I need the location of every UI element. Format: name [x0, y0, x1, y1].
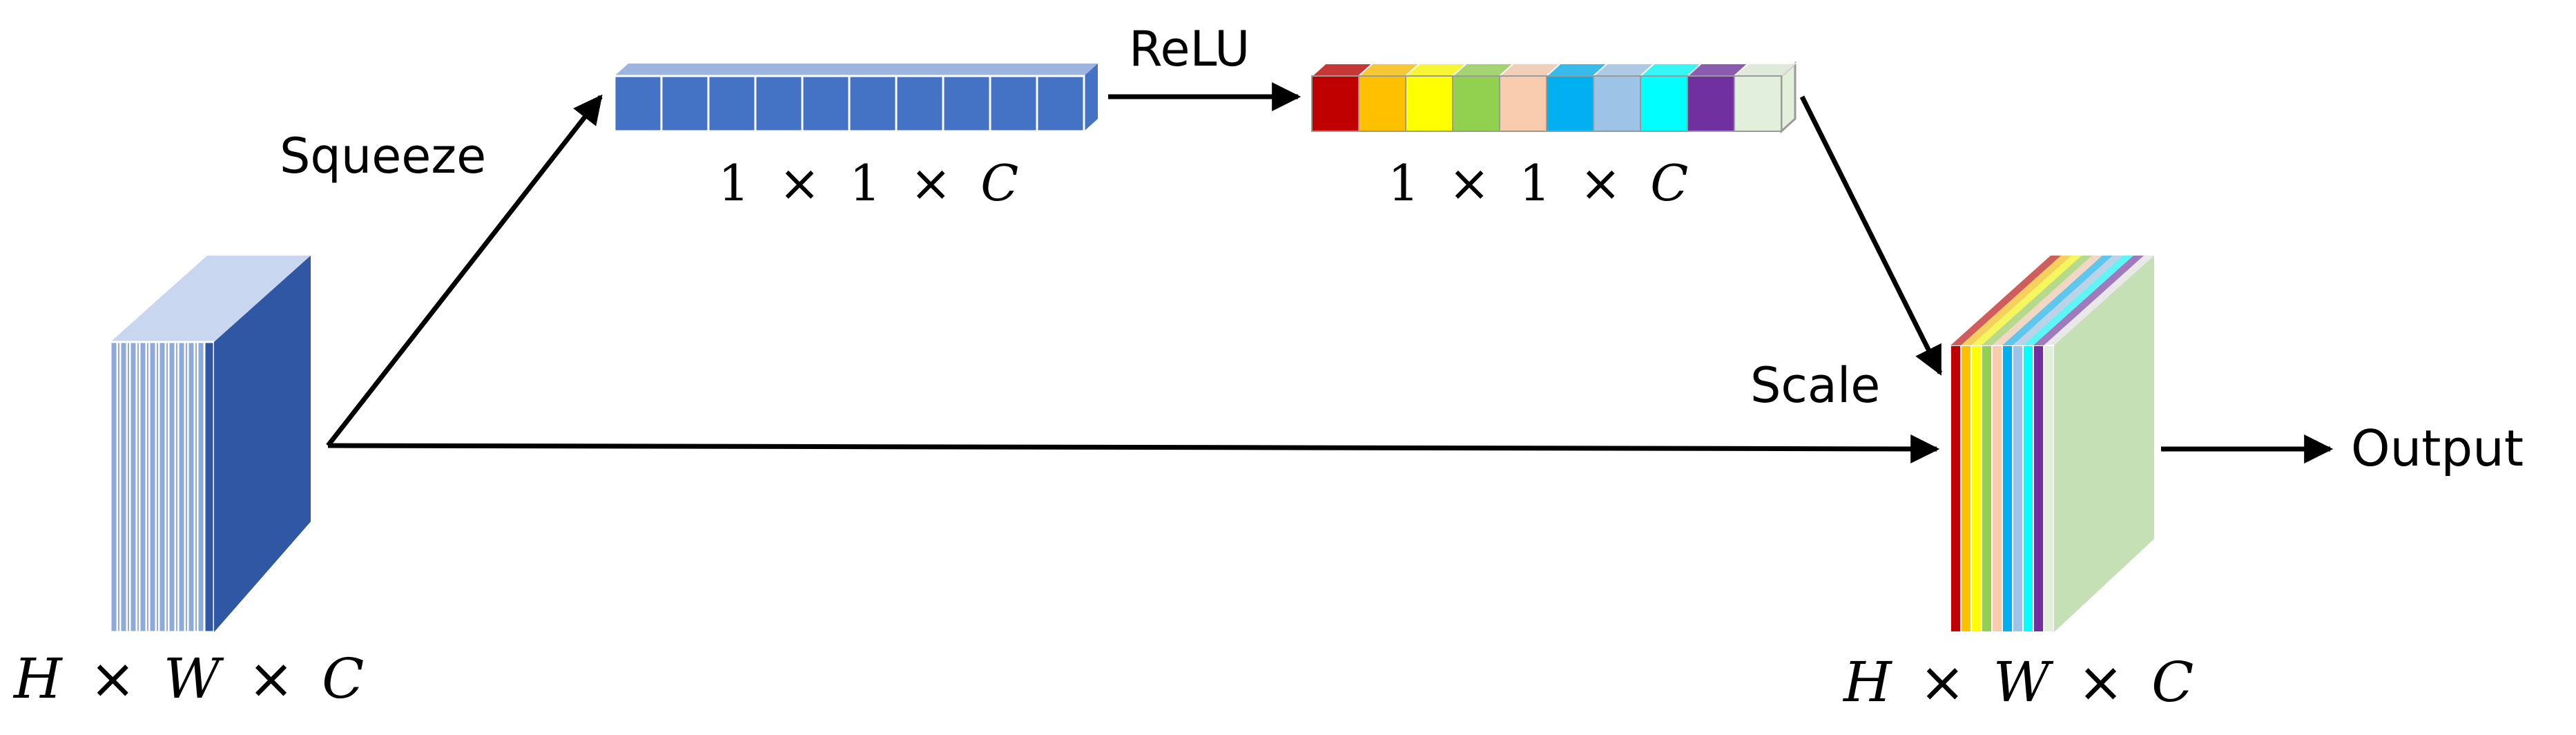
- output-dim-w: W: [1993, 650, 2054, 714]
- squeeze-label: Squeeze: [280, 128, 486, 184]
- output-dim-times-1: ×: [1919, 650, 1966, 714]
- output-dim-h: H: [1842, 650, 1893, 714]
- activated-vector-top-cells: [1310, 63, 1797, 77]
- squeeze-cell: [1036, 75, 1085, 133]
- squeeze-cell: [895, 75, 945, 133]
- scale-label: Scale: [1750, 357, 1880, 414]
- output-slice: [2043, 345, 2055, 633]
- squeezed-dim-b: 1: [849, 154, 881, 212]
- activated-cell: [1405, 75, 1453, 132]
- squeeze-cell: [989, 75, 1038, 133]
- squeezed-dim-a: 1: [718, 154, 750, 212]
- squeezed-vector: [613, 64, 1098, 133]
- activated-vector: [1310, 61, 1797, 134]
- output-slice-top: [2002, 256, 2113, 345]
- activated-cell: [1687, 75, 1735, 132]
- input-slice: [148, 341, 157, 633]
- input-dimension-label: H × W × C: [12, 647, 364, 711]
- input-slice: [177, 341, 186, 633]
- input-channel-slices: [109, 256, 311, 633]
- activated-dim-a: 1: [1388, 154, 1420, 212]
- output-slice: [2022, 345, 2034, 633]
- output-dim-c: C: [2151, 650, 2194, 714]
- squeezed-dim-times-2: ×: [910, 154, 951, 212]
- input-dim-h: H: [12, 647, 64, 711]
- output-slice-top: [2023, 256, 2133, 345]
- input-dim-times-1: ×: [90, 647, 136, 711]
- activated-cell: [1593, 75, 1641, 132]
- output-slice: [1991, 345, 2003, 633]
- input-slice: [119, 341, 128, 633]
- activated-cell: [1640, 75, 1688, 132]
- output-channel-slices: [1950, 256, 2154, 633]
- output-label: Output: [2351, 419, 2524, 477]
- squeezed-dim-times-1: ×: [779, 154, 820, 212]
- activated-cell: [1734, 75, 1782, 132]
- output-slice-top: [1961, 256, 2071, 345]
- squeeze-arrow: [326, 94, 603, 448]
- output-slice-top: [1950, 256, 2061, 345]
- squeeze-cell: [801, 75, 851, 133]
- input-feature-map: [109, 256, 311, 633]
- squeeze-cell: [848, 75, 898, 133]
- activated-cell: [1311, 75, 1359, 132]
- input-slice: [186, 341, 196, 633]
- activated-dim-times-2: ×: [1580, 154, 1621, 212]
- input-back-plane: [214, 256, 311, 632]
- activated-cell: [1499, 75, 1547, 132]
- output-slice-top: [1992, 256, 2102, 345]
- squeeze-vector-side-face: [1084, 64, 1098, 131]
- activated-vector-cells: [1311, 75, 1782, 132]
- activated-dim-b: 1: [1519, 154, 1551, 212]
- activated-cell: [1358, 75, 1406, 132]
- output-slice: [1981, 345, 1993, 633]
- input-dim-c: C: [322, 647, 364, 711]
- squeezed-dimension-label: 1 × 1 × C: [718, 154, 1018, 212]
- activated-cell: [1546, 75, 1594, 132]
- squeeze-vector-top-face: [614, 64, 1098, 76]
- activated-dim-times-1: ×: [1449, 154, 1490, 212]
- output-feature-map: [1950, 256, 2154, 633]
- activated-cell: [1452, 75, 1500, 132]
- squeeze-cell: [660, 75, 710, 133]
- input-dim-w: W: [164, 647, 224, 711]
- output-slice: [1960, 345, 1972, 633]
- squeeze-cell: [707, 75, 757, 133]
- output-slice: [2012, 345, 2024, 633]
- relu-label: ReLU: [1129, 21, 1250, 77]
- output-slice-top: [1982, 256, 2092, 345]
- input-slice: [157, 341, 167, 633]
- input-slice: [196, 341, 206, 633]
- output-side-plane: [2054, 256, 2154, 632]
- output-slice-top: [2033, 256, 2144, 345]
- input-slice: [167, 341, 177, 633]
- activated-dimension-label: 1 × 1 × C: [1388, 154, 1688, 212]
- output-dimension-label: H × W × C: [1842, 650, 2194, 714]
- output-slice-top: [1971, 256, 2082, 345]
- squeeze-cell: [613, 75, 663, 133]
- activated-dim-c: C: [1650, 154, 1688, 212]
- skip-connection-arrow: [327, 434, 1940, 464]
- output-slice: [1970, 345, 1982, 633]
- output-dim-times-2: ×: [2078, 650, 2124, 714]
- output-slice: [1950, 345, 1962, 633]
- input-dim-times-2: ×: [248, 647, 294, 711]
- output-slice: [2002, 345, 2013, 633]
- input-slice: [138, 341, 148, 633]
- squeezed-dim-c: C: [980, 154, 1018, 212]
- squeeze-cell: [942, 75, 991, 133]
- scale-arrow: [1799, 95, 1943, 376]
- output-slice: [2033, 345, 2044, 633]
- input-top-face: [110, 256, 311, 342]
- input-slice: [128, 341, 138, 633]
- squeeze-cell: [754, 75, 804, 133]
- output-slice-top: [2013, 256, 2123, 345]
- squeeze-vector-cells: [613, 75, 1085, 133]
- input-slice: [109, 341, 119, 633]
